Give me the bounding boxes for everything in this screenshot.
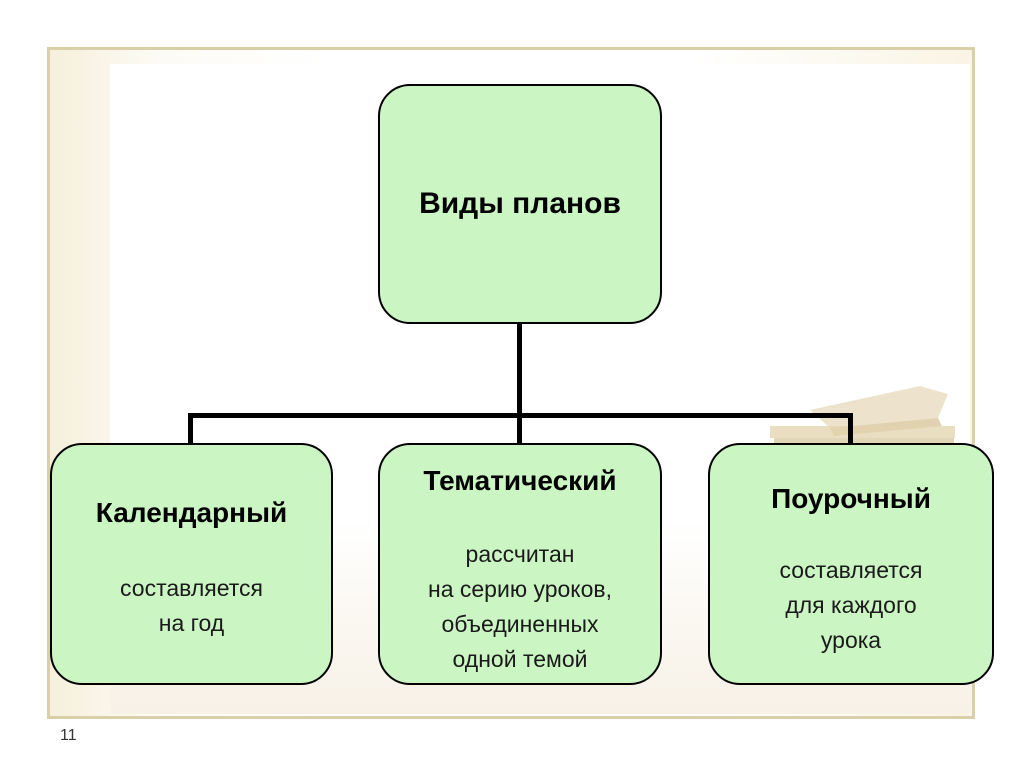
node-lesson: Поурочный составляется для каждого урока [708, 443, 994, 685]
node-calendar: Календарный составляется на год [50, 443, 333, 685]
connector-root-vertical [517, 324, 522, 415]
node-thematic: Тематический рассчитан на серию уроков, … [378, 443, 662, 685]
node-lesson-title: Поурочный [771, 483, 931, 514]
node-calendar-description: составляется на год [120, 575, 263, 636]
connector-right-drop [848, 413, 853, 443]
connector-center-drop [517, 413, 522, 443]
page-number: 11 [60, 727, 77, 744]
root-node-label: Виды планов [419, 187, 621, 220]
node-lesson-description: составляется для каждого урока [779, 557, 923, 653]
node-calendar-title: Календарный [95, 497, 288, 528]
node-thematic-description: рассчитан на серию уроков, объединенных … [428, 541, 612, 672]
root-node: Виды планов [378, 84, 662, 324]
connector-left-drop [188, 413, 193, 443]
node-thematic-title: Тематический [423, 465, 617, 496]
